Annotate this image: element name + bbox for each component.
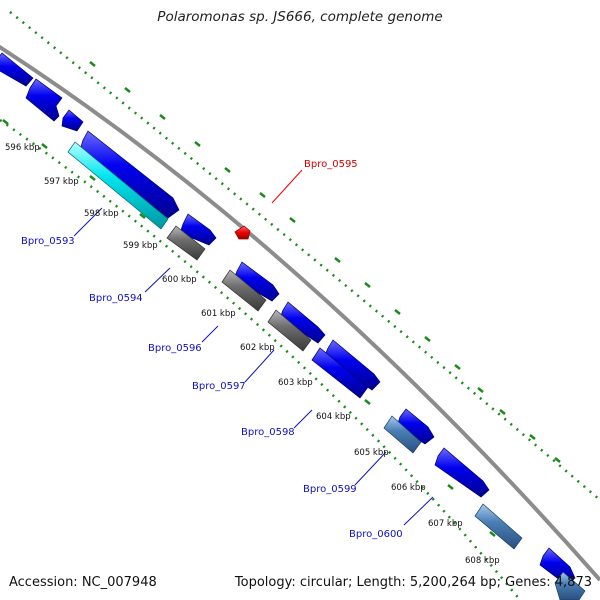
gene-arrow[interactable]: [0, 52, 34, 87]
gene-arrow[interactable]: [25, 78, 63, 122]
scale-label: 604 kbp: [316, 412, 351, 422]
gene-leader-0597: [244, 349, 275, 383]
gene-arrow[interactable]: [434, 447, 490, 498]
scale-label: 600 kbp: [162, 275, 197, 285]
gene-label[interactable]: Bpro_0594: [89, 293, 143, 304]
selected-gene-marker[interactable]: [234, 225, 251, 240]
gene-label[interactable]: Bpro_0599: [303, 484, 357, 495]
gene-leader-0598: [293, 409, 313, 429]
gene-label[interactable]: Bpro_0596: [148, 343, 202, 354]
selected-gene-leader: [271, 169, 303, 204]
scale-label: 603 kbp: [278, 378, 313, 388]
gene-leader-0593: [73, 207, 103, 237]
gene-leader-0596: [201, 325, 219, 343]
topology-text: Topology: circular; Length: 5,200,264 bp…: [234, 575, 592, 590]
outer-major-ticks: [89, 61, 561, 463]
scale-label: 599 kbp: [123, 241, 158, 251]
gene-label[interactable]: Bpro_0597: [192, 381, 246, 392]
scale-label: 605 kbp: [354, 448, 389, 458]
gene-arrow[interactable]: [221, 269, 267, 312]
scale-label: 597 kbp: [44, 177, 79, 187]
map-title: Polaromonas sp. JS666, complete genome: [157, 9, 443, 25]
gene-arrow[interactable]: [67, 141, 169, 230]
gene-arrow[interactable]: [166, 225, 206, 261]
gene-label[interactable]: Bpro_0600: [349, 529, 403, 540]
scale-label: 601 kbp: [201, 309, 236, 319]
gene-arrow[interactable]: [61, 109, 84, 132]
scale-label: 608 kbp: [465, 556, 500, 566]
scale-label: 598 kbp: [84, 209, 119, 219]
scale-label: 596 kbp: [5, 143, 40, 153]
outer-tick-track: [9, 11, 600, 501]
gene-label[interactable]: Bpro_0598: [241, 427, 295, 438]
gene-arrow[interactable]: [383, 415, 422, 454]
selected-gene-label[interactable]: Bpro_0595: [304, 159, 358, 170]
gene-leader-0600: [403, 496, 434, 526]
gene-arrow[interactable]: [554, 571, 586, 600]
gene-arrow[interactable]: [474, 503, 523, 550]
gene-label[interactable]: Bpro_0593: [21, 236, 75, 247]
genome-backbone: [0, 44, 600, 582]
accession-text: Accession: NC_007948: [9, 575, 157, 590]
gene-leader-0599: [354, 451, 387, 486]
gene-arrow[interactable]: [311, 347, 369, 399]
gene-leader-0594: [144, 267, 171, 293]
scale-label: 607 kbp: [428, 519, 463, 529]
scale-label: 602 kbp: [240, 343, 275, 353]
scale-label: 606 kbp: [391, 483, 426, 493]
gene-arrow[interactable]: [267, 309, 312, 352]
